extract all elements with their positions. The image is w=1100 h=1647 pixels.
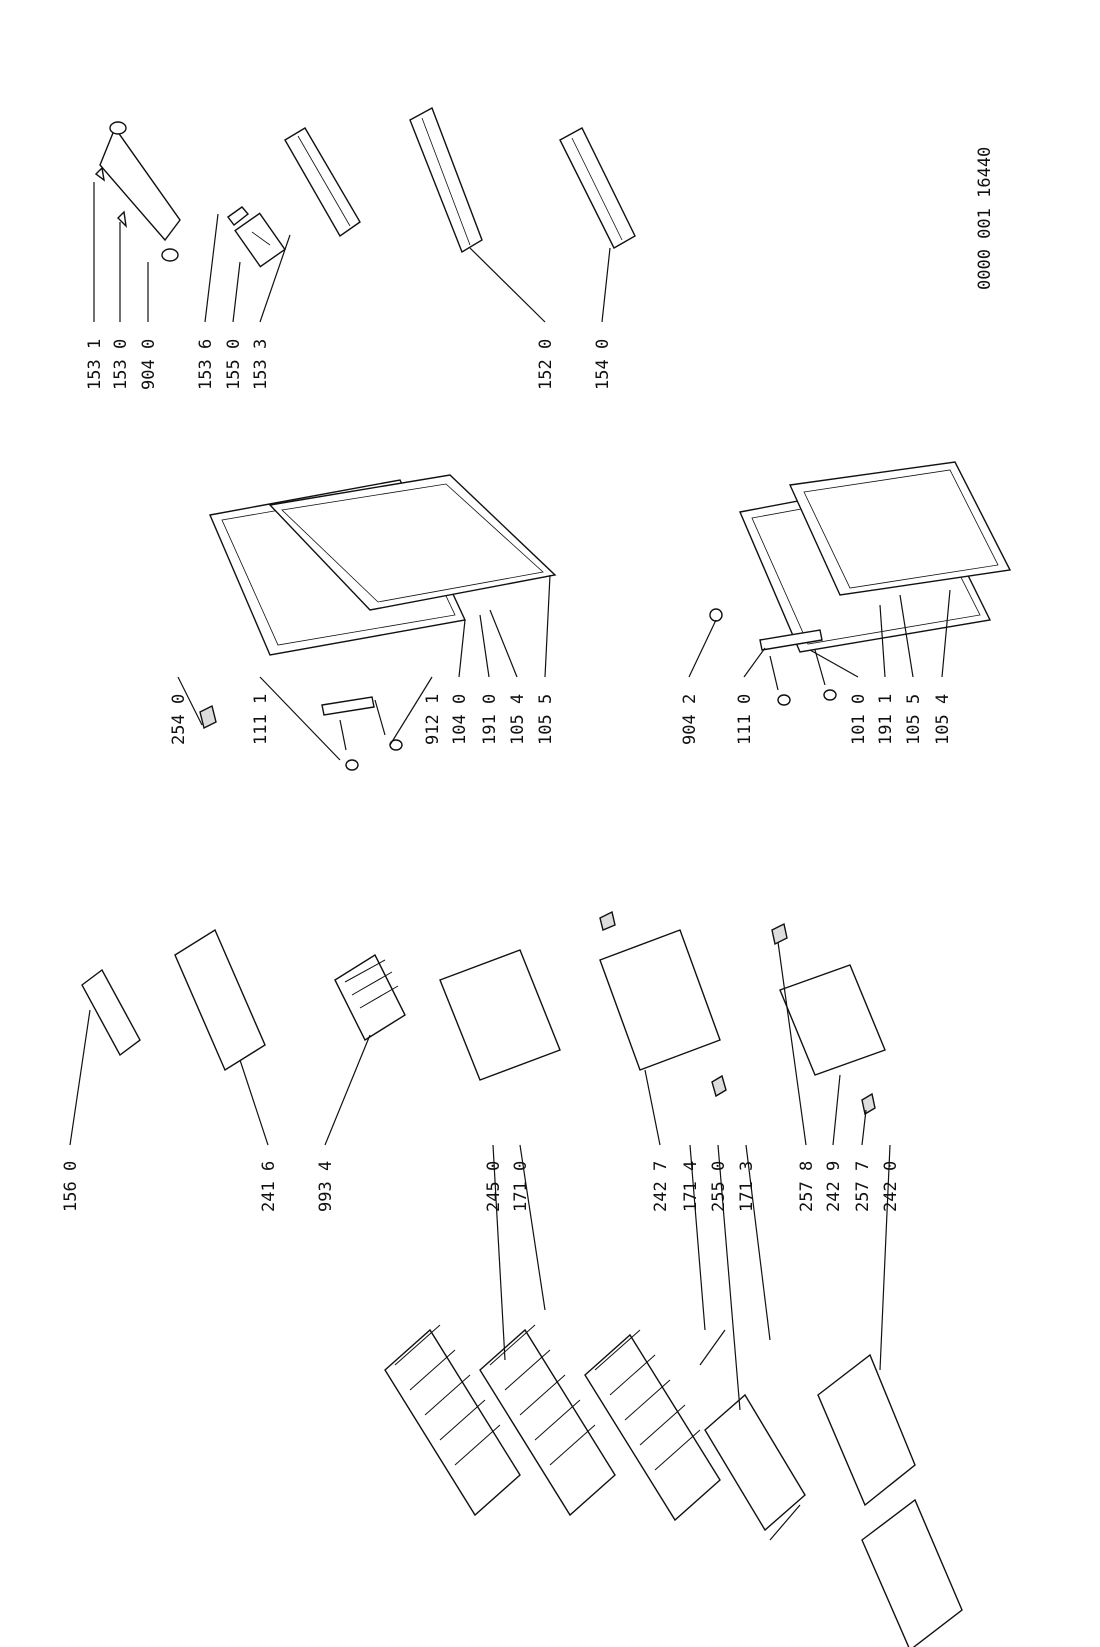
label-242-9: 242 9 (824, 1161, 844, 1212)
label-191-0: 191 0 (480, 694, 500, 745)
document-code: 0000 001 16440 (975, 147, 995, 290)
label-111-0: 111 0 (735, 694, 755, 745)
label-105-4-upper: 105 4 (508, 694, 528, 745)
part-group-upper-door (199, 474, 557, 771)
label-171-4: 171 4 (681, 1161, 701, 1212)
label-152-0: 152 0 (536, 339, 556, 390)
label-101-0: 101 0 (849, 694, 869, 745)
label-171-3: 171 3 (737, 1161, 757, 1212)
label-242-7: 242 7 (651, 1161, 671, 1212)
label-153-0: 153 0 (111, 339, 131, 390)
label-904-0: 904 0 (139, 339, 159, 390)
label-242-0: 242 0 (881, 1161, 901, 1212)
label-254-0: 254 0 (169, 694, 189, 745)
label-191-1: 191 1 (876, 694, 896, 745)
part-group-lower-door (709, 461, 1012, 706)
label-904-2: 904 2 (680, 694, 700, 745)
part-group-top-bins (94, 107, 636, 268)
label-912-1: 912 1 (423, 694, 443, 745)
label-156-0: 156 0 (61, 1161, 81, 1212)
label-245-0: 245 0 (484, 1161, 504, 1212)
label-993-4: 993 4 (316, 1161, 336, 1212)
part-labels: 153 1 153 0 904 0 153 6 155 0 153 3 152 … (61, 339, 953, 1212)
label-153-3: 153 3 (251, 339, 271, 390)
label-104-0: 104 0 (450, 694, 470, 745)
label-105-4-lower: 105 4 (933, 694, 953, 745)
label-171-0: 171 0 (511, 1161, 531, 1212)
leader-lines (69, 182, 951, 1411)
label-257-7: 257 7 (853, 1161, 873, 1212)
label-257-8: 257 8 (797, 1161, 817, 1212)
label-105-5-lower: 105 5 (904, 694, 924, 745)
label-153-1: 153 1 (85, 339, 105, 390)
label-105-5-upper: 105 5 (536, 694, 556, 745)
label-154-0: 154 0 (593, 339, 613, 390)
label-153-6: 153 6 (196, 339, 216, 390)
label-111-1: 111 1 (251, 694, 271, 745)
label-241-6: 241 6 (259, 1161, 279, 1212)
part-group-drawers (81, 910, 886, 1116)
label-155-0: 155 0 (224, 339, 244, 390)
label-255-0: 255 0 (709, 1161, 729, 1212)
part-group-shelves (384, 1324, 963, 1647)
